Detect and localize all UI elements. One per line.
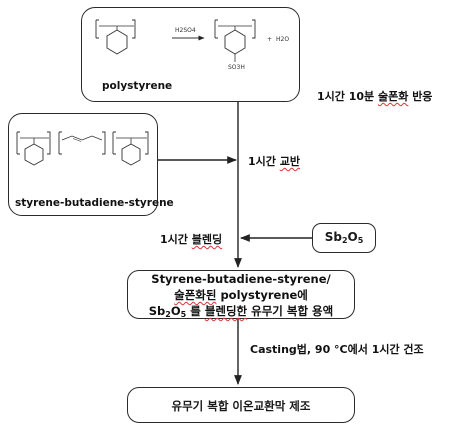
casting-method: Casting법 bbox=[250, 343, 307, 356]
byproduct-label: H2O bbox=[276, 36, 290, 43]
sbs-box: styrene-butadiene-styrene bbox=[8, 113, 174, 216]
blending-word: 블렌딩 bbox=[191, 233, 223, 246]
reagent-label: H2SO4 bbox=[175, 27, 196, 34]
sbs-structure-icon bbox=[16, 131, 149, 166]
solution-box: Styrene-butadiene-styrene/ 술폰화된 polystyr… bbox=[127, 270, 355, 319]
casting-conditions: , 90 °C에서 1시간 건조 bbox=[306, 343, 424, 356]
additive-box: Sb2O5 bbox=[312, 223, 376, 253]
final-box: 유무기 복합 이온교환막 제조 bbox=[127, 387, 355, 423]
solution-line-3: Sb2O5 를 블렌딩한 유무기 복합 용액 bbox=[148, 304, 334, 319]
polystyrene-label: polystyrene bbox=[102, 80, 173, 92]
sulfonation-step-label: 1시간 10분 술폰화 반응 bbox=[317, 88, 432, 104]
solution-line-2: 술폰화된 polystyrene에 bbox=[174, 288, 308, 302]
stirring-time: 1시간 bbox=[248, 155, 280, 168]
additive-formula: Sb2O5 bbox=[324, 230, 364, 245]
final-label: 유무기 복합 이온교환막 제조 bbox=[171, 399, 311, 413]
sulfonation-scheme-icon: + bbox=[95, 19, 272, 62]
stirring-word: 교반 bbox=[279, 155, 300, 168]
casting-step-label: Casting법, 90 °C에서 1시간 건조 bbox=[250, 341, 424, 357]
blending-step-label: 1시간 블렌딩 bbox=[160, 231, 222, 247]
sbs-label: styrene-butadiene-styrene bbox=[15, 197, 174, 209]
sulfonation-word: 술폰화 bbox=[377, 90, 409, 103]
blending-time: 1시간 bbox=[160, 233, 192, 246]
sulfonic-group-label: SO3H bbox=[228, 64, 245, 71]
svg-text:+: + bbox=[267, 36, 272, 43]
solution-line-1: Styrene-butadiene-styrene/ bbox=[151, 272, 331, 286]
polystyrene-box: + H2SO4 H2O SO3H polystyrene bbox=[81, 7, 300, 102]
sulfonation-time: 1시간 10분 bbox=[317, 90, 378, 103]
stirring-step-label: 1시간 교반 bbox=[248, 153, 300, 169]
solution-text: Styrene-butadiene-styrene/ 술폰화된 polystyr… bbox=[128, 271, 354, 323]
sulfonation-tail: 반응 bbox=[408, 90, 433, 103]
